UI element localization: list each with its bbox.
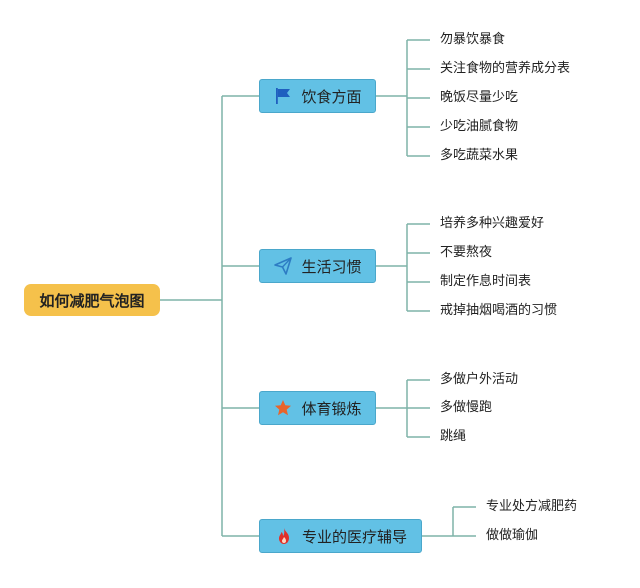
branch-label: 专业的医疗辅导 — [301, 527, 407, 546]
leaf-item[interactable]: 关注食物的营养成分表 — [440, 61, 571, 76]
leaf-item[interactable]: 多做慢跑 — [440, 400, 493, 415]
leaf-item[interactable]: 制定作息时间表 — [440, 274, 532, 289]
root-label: 如何减肥气泡图 — [39, 291, 145, 310]
leaf-item[interactable]: 晚饭尽量少吃 — [440, 90, 519, 105]
fire-icon — [274, 526, 294, 546]
branch-medical[interactable]: 专业的医疗辅导 — [259, 519, 422, 553]
leaf-item[interactable]: 培养多种兴趣爱好 — [440, 216, 545, 231]
root-node[interactable]: 如何减肥气泡图 — [24, 284, 160, 316]
branch-label: 体育锻炼 — [301, 399, 362, 418]
leaf-item[interactable]: 跳绳 — [440, 429, 467, 444]
paper-plane-icon — [273, 256, 293, 276]
leaf-item[interactable]: 勿暴饮暴食 — [440, 32, 506, 47]
branch-label: 饮食方面 — [301, 87, 362, 106]
leaf-item[interactable]: 专业处方减肥药 — [486, 499, 578, 514]
leaf-item[interactable]: 戒掉抽烟喝酒的习惯 — [440, 303, 558, 318]
leaf-item[interactable]: 多做户外活动 — [440, 372, 519, 387]
branch-habits[interactable]: 生活习惯 — [259, 249, 376, 283]
branch-label: 生活习惯 — [301, 257, 362, 276]
branch-diet[interactable]: 饮食方面 — [259, 79, 376, 113]
flag-icon — [273, 86, 293, 106]
leaf-item[interactable]: 做做瑜伽 — [486, 528, 539, 543]
branch-exercise[interactable]: 体育锻炼 — [259, 391, 376, 425]
leaf-item[interactable]: 不要熬夜 — [440, 245, 493, 260]
star-icon — [273, 398, 293, 418]
leaf-item[interactable]: 少吃油腻食物 — [440, 119, 519, 134]
leaf-item[interactable]: 多吃蔬菜水果 — [440, 148, 519, 163]
